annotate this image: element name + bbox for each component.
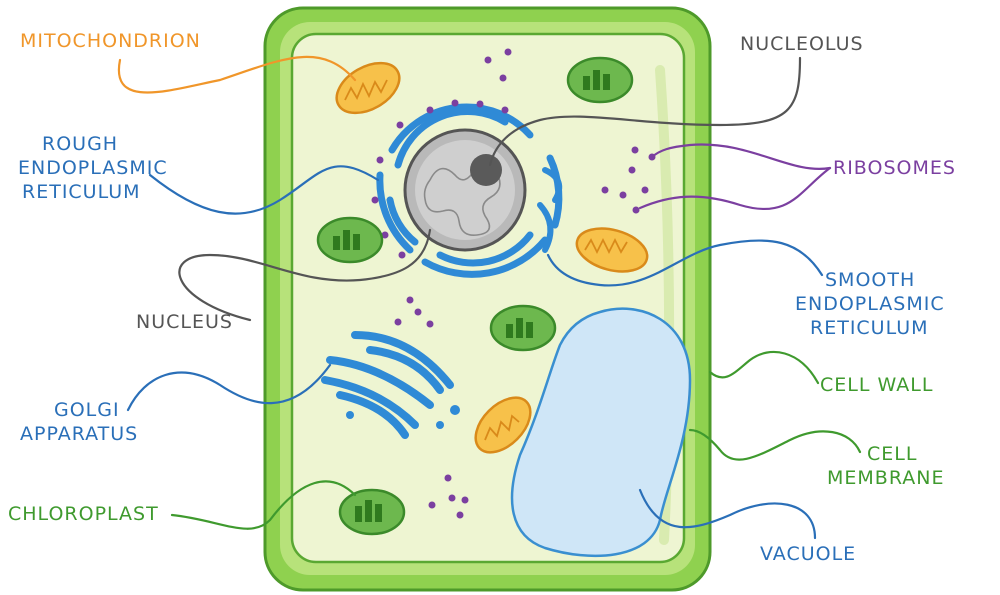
chloroplast-left: [316, 216, 384, 264]
label-golgi-line2: APPARATUS: [20, 423, 138, 445]
label-golgi-line1: GOLGI: [54, 399, 120, 421]
rough-er-ribosomes: [371, 99, 509, 259]
label-rough-er-line2: ENDOPLASMIC: [18, 157, 168, 179]
leader-cell-membrane: [688, 428, 862, 461]
chloroplast-bottom: [338, 488, 406, 536]
label-nucleolus: NUCLEOLUS: [740, 33, 864, 55]
leader-chloroplast: [170, 480, 357, 530]
leader-cell-wall: [708, 351, 820, 385]
label-smooth-er-line1: SMOOTH: [825, 269, 915, 291]
label-cell-membrane-line2: MEMBRANE: [827, 467, 944, 489]
nucleolus: [470, 154, 502, 186]
chloroplast-middle: [489, 304, 557, 352]
leader-ribosomes-2: [638, 166, 832, 211]
label-chloroplast: CHLOROPLAST: [8, 503, 159, 525]
label-smooth-er-line3: RETICULUM: [810, 317, 929, 339]
leader-golgi: [126, 363, 332, 412]
chloroplast-top-right: [566, 56, 634, 104]
leader-vacuole: [638, 488, 817, 540]
ribosomes: [394, 48, 656, 519]
leader-nucleus: [178, 228, 432, 322]
label-ribosomes: RIBOSOMES: [833, 157, 956, 179]
leader-ribosomes-1: [650, 143, 832, 171]
label-mitochondrion: MITOCHONDRION: [20, 30, 201, 52]
vacuole: [510, 307, 692, 558]
label-smooth-er-line2: ENDOPLASMIC: [795, 293, 945, 315]
leader-mitochondrion: [117, 55, 357, 94]
leader-smooth-er: [546, 239, 824, 287]
label-cell-membrane-line1: CELL: [867, 443, 917, 465]
label-vacuole: VACUOLE: [760, 543, 856, 565]
label-cell-wall: CELL WALL: [820, 374, 933, 396]
chromatin: [423, 161, 501, 237]
label-rough-er-line3: RETICULUM: [22, 181, 141, 203]
smooth-er: [537, 167, 563, 253]
label-nucleus: NUCLEUS: [136, 311, 233, 333]
leader-rough-er: [148, 165, 380, 215]
leader-nucleolus: [488, 56, 802, 167]
nucleus-inner: [415, 140, 515, 240]
mitochondrion-bottom: [474, 396, 532, 454]
golgi-vesicles: [346, 405, 460, 429]
label-rough-er-line1: ROUGH: [42, 133, 118, 155]
rough-er: [376, 103, 563, 278]
golgi-apparatus: [321, 331, 454, 439]
mitochondrion-right: [575, 227, 649, 273]
